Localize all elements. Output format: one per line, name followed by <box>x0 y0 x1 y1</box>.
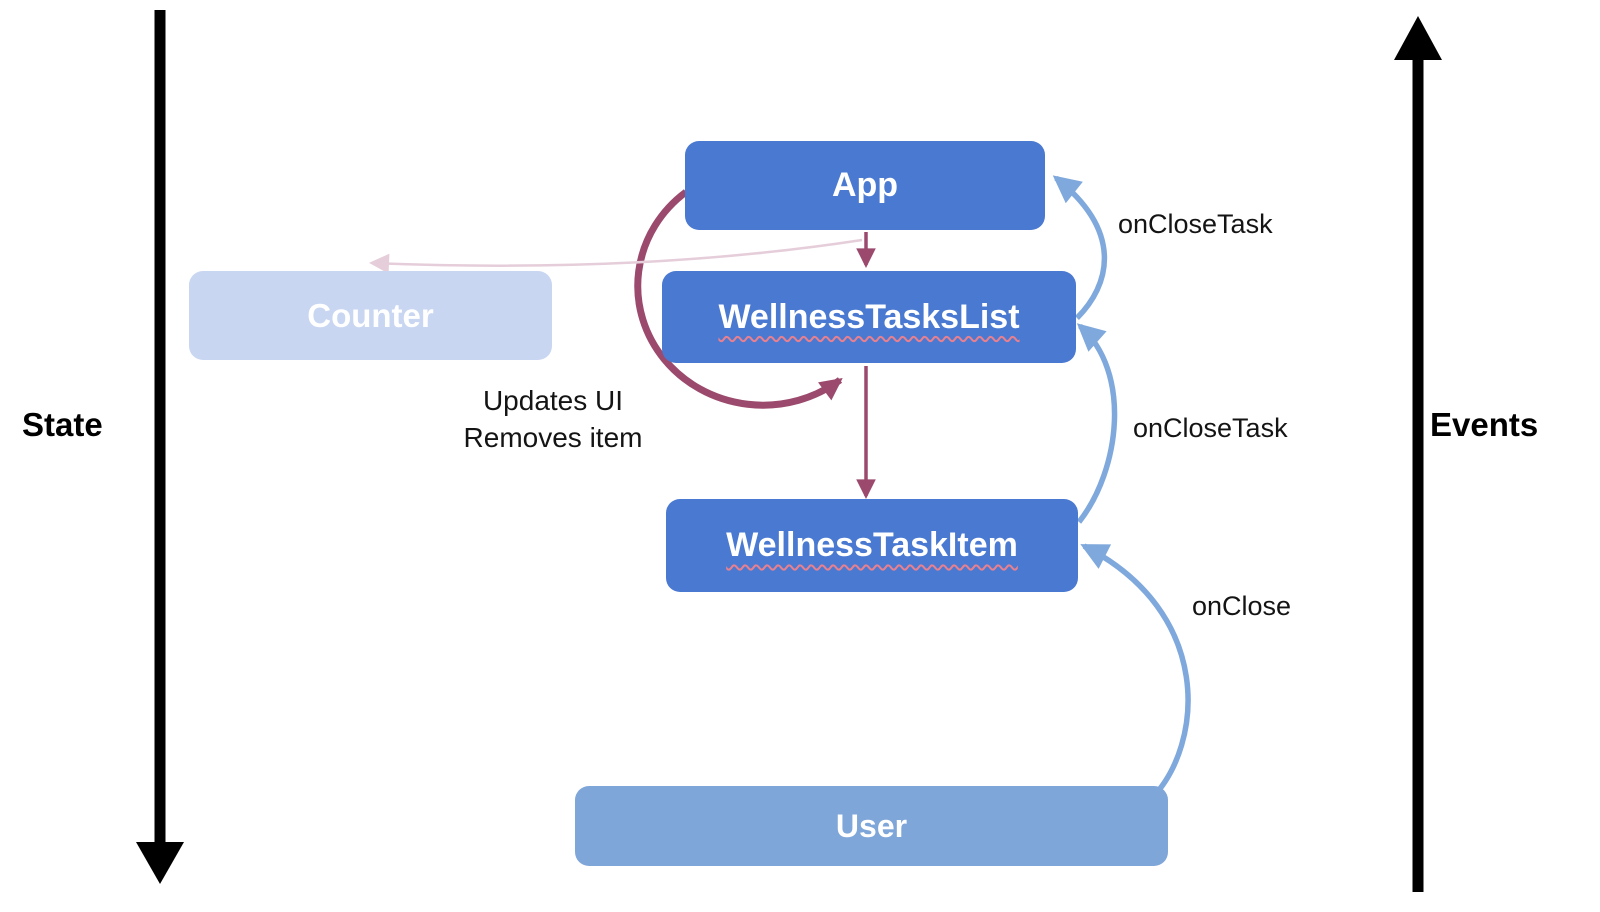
state-axis-arrow <box>136 10 184 884</box>
node-wellness-task-item: WellnessTaskItem <box>666 499 1078 592</box>
node-user-label: User <box>835 807 908 844</box>
label-onclosetask-mid: onCloseTask <box>1133 413 1288 443</box>
state-axis-label: State <box>22 406 103 443</box>
events-axis-label: Events <box>1430 406 1539 443</box>
label-updates-ui-line2: Removes item <box>463 422 643 453</box>
edge-user-to-taskitem-event <box>1080 543 1191 800</box>
label-onclosetask-top: onCloseTask <box>1118 209 1273 239</box>
events-axis-arrow <box>1394 16 1442 892</box>
edge-taskitem-to-taskslist-event <box>1076 323 1118 524</box>
node-wellness-task-item-label: WellnessTaskItem <box>726 526 1018 564</box>
edge-update-loop-arc <box>634 189 843 409</box>
label-onclose: onClose <box>1192 591 1292 621</box>
node-app-label: App <box>831 166 899 204</box>
node-wellness-tasks-list: WellnessTasksList <box>662 271 1076 363</box>
node-user: User <box>575 786 1168 866</box>
node-counter-label: Counter <box>307 296 434 334</box>
node-app: App <box>685 141 1045 230</box>
node-counter: Counter <box>189 271 552 360</box>
edge-taskslist-to-app-event <box>1052 175 1108 320</box>
label-updates-ui: Updates UI Removes item <box>403 382 703 456</box>
label-updates-ui-line1: Updates UI <box>482 385 624 416</box>
node-wellness-tasks-list-label: WellnessTasksList <box>718 297 1020 336</box>
edge-app-to-counter <box>369 238 863 274</box>
